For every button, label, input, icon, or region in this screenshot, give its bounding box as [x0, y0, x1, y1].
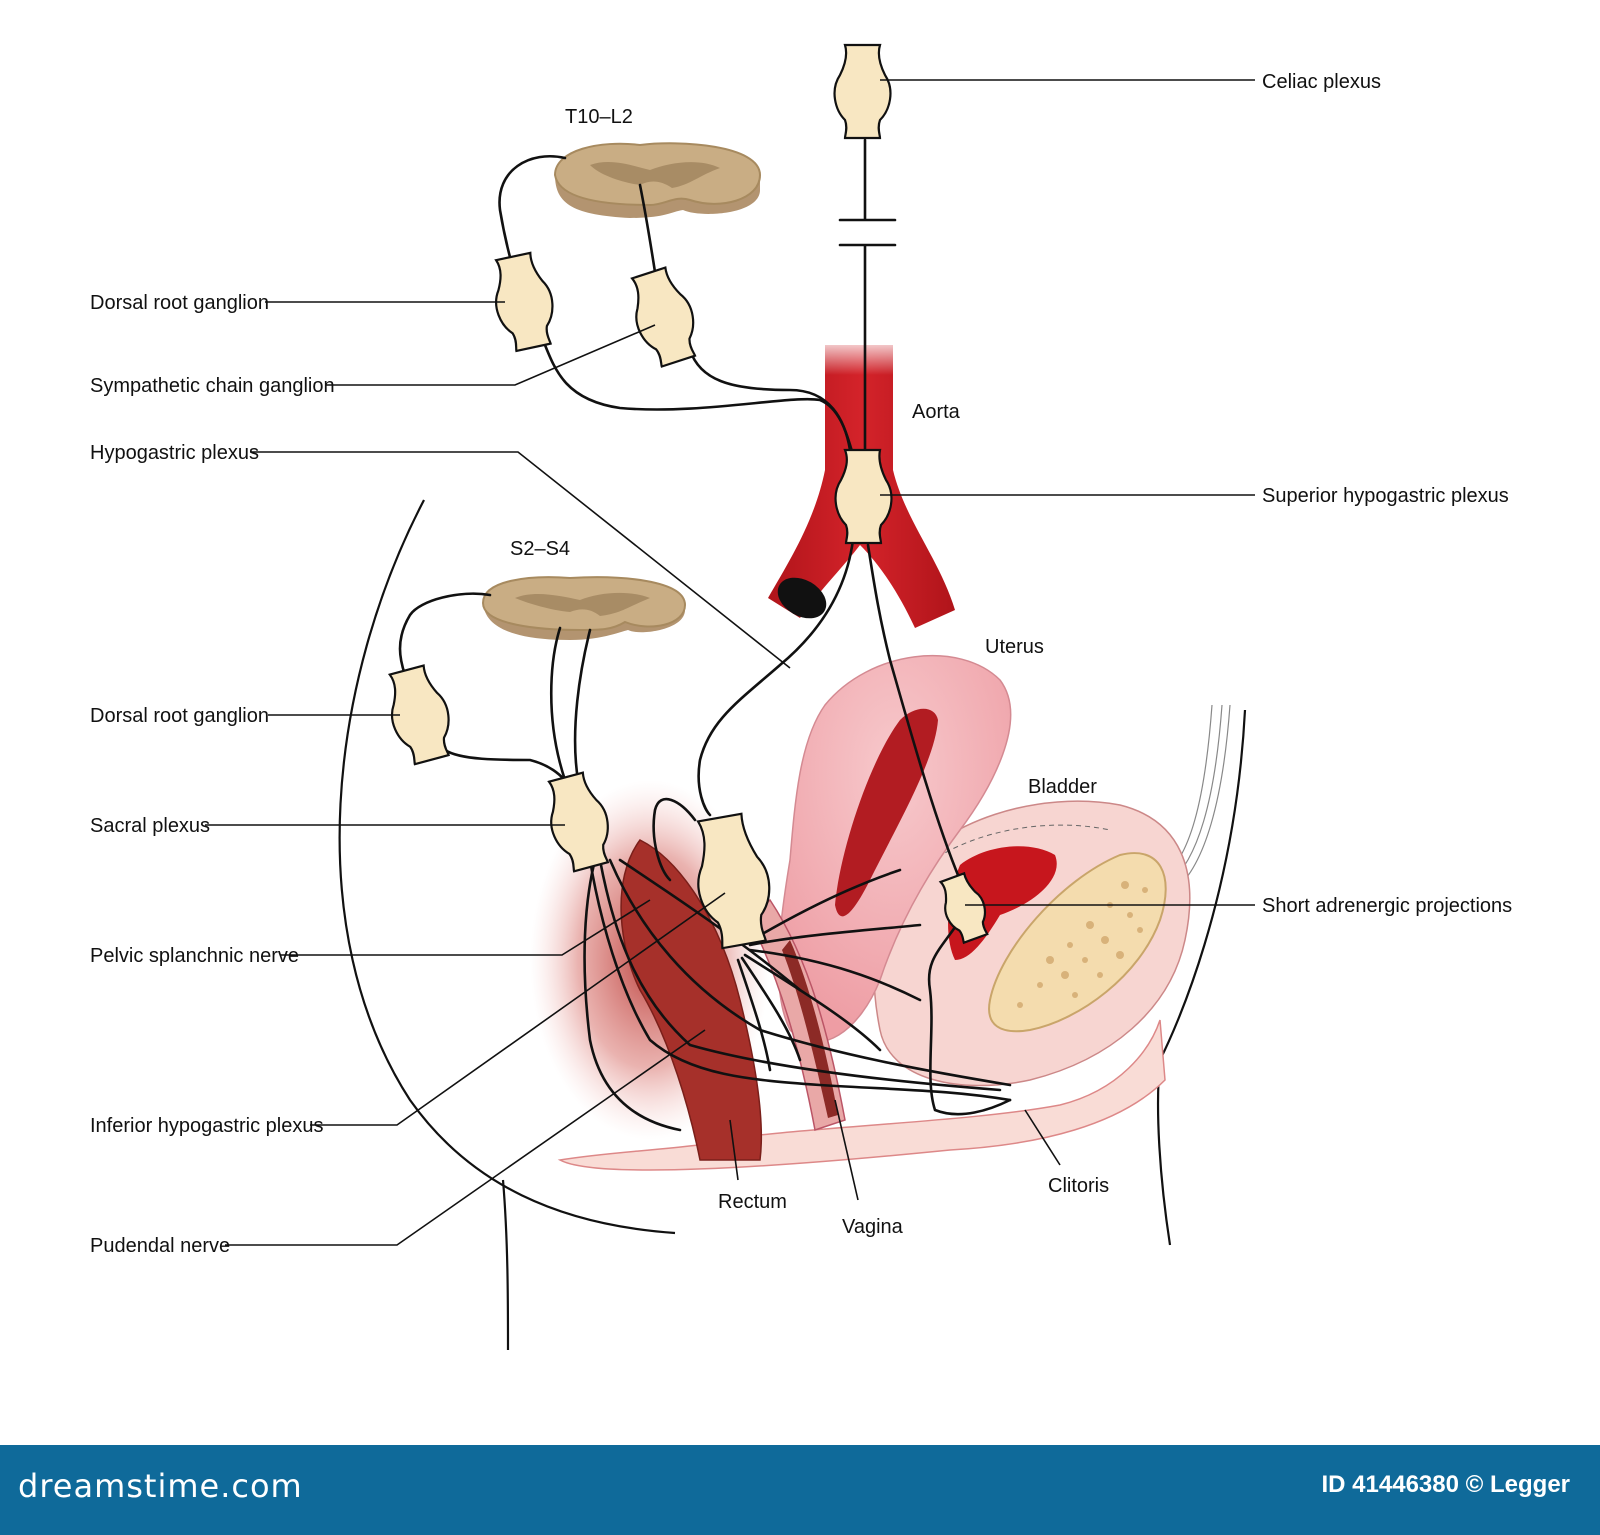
aorta-fade	[820, 335, 898, 375]
spinal-cord-s2-s4	[481, 576, 687, 640]
label-dorsal-root-ganglion-upper: Dorsal root ganglion	[90, 292, 269, 314]
label-superior-hypogastric-plexus: Superior hypogastric plexus	[1262, 485, 1509, 507]
label-short-adrenergic-projections: Short adrenergic projections	[1262, 895, 1512, 917]
image-id-credit: ID 41446380 © Legger	[1321, 1471, 1570, 1498]
aorta-opening	[777, 577, 827, 619]
pubic-bone-texture	[1017, 881, 1148, 1008]
inferior-hypogastric-ganglion	[696, 812, 771, 950]
footer-bar: dreamstime.com ID 41446380 © Legger	[0, 1445, 1600, 1535]
short-adrenergic-ganglion	[938, 871, 989, 945]
label-sacral-plexus: Sacral plexus	[90, 815, 210, 837]
anatomy-diagram: T10–L2 S2–S4 Celiac plexus Dorsal root g…	[90, 43, 1512, 1351]
label-aorta: Aorta	[912, 401, 961, 423]
sympathetic-chain-ganglion	[630, 266, 697, 368]
sacral-plexus-ganglion	[547, 771, 610, 873]
labels: T10–L2 S2–S4 Celiac plexus Dorsal root g…	[90, 71, 1512, 1257]
label-inferior-hypogastric-plexus: Inferior hypogastric plexus	[90, 1115, 323, 1137]
label-sympathetic-chain-ganglion: Sympathetic chain ganglion	[90, 375, 335, 397]
vagina-lumen	[782, 940, 838, 1118]
label-dorsal-root-ganglion-lower: Dorsal root ganglion	[90, 705, 269, 727]
label-t10-l2: T10–L2	[565, 106, 633, 128]
spinal-cord-t10-l2	[553, 142, 762, 218]
dreamstime-logo[interactable]: dreamstime.com	[18, 1467, 303, 1505]
abdomen-outline	[1156, 709, 1247, 1246]
label-pelvic-splanchnic-nerve: Pelvic splanchnic nerve	[90, 945, 299, 967]
label-clitoris: Clitoris	[1048, 1175, 1109, 1197]
uterus-cavity	[835, 708, 938, 917]
body-outline	[338, 499, 676, 1235]
celiac-plexus-ganglion	[833, 43, 892, 140]
label-pudendal-nerve: Pudendal nerve	[90, 1235, 230, 1257]
lower-dorsal-root-ganglion	[387, 664, 451, 766]
thigh-outline	[501, 1179, 510, 1351]
leader-lines	[205, 79, 1255, 1246]
superior-hypogastric-ganglion	[834, 448, 893, 545]
label-uterus: Uterus	[985, 636, 1044, 658]
label-rectum: Rectum	[718, 1191, 787, 1213]
pubic-bone	[988, 852, 1167, 1033]
label-bladder: Bladder	[1028, 776, 1097, 798]
label-hypogastric-plexus: Hypogastric plexus	[90, 442, 259, 464]
label-celiac-plexus: Celiac plexus	[1262, 71, 1381, 93]
label-vagina: Vagina	[842, 1216, 904, 1238]
nerves	[398, 138, 1012, 1132]
upper-dorsal-root-ganglion	[494, 251, 554, 353]
uterus	[777, 654, 1012, 1043]
label-s2-s4: S2–S4	[510, 538, 570, 560]
